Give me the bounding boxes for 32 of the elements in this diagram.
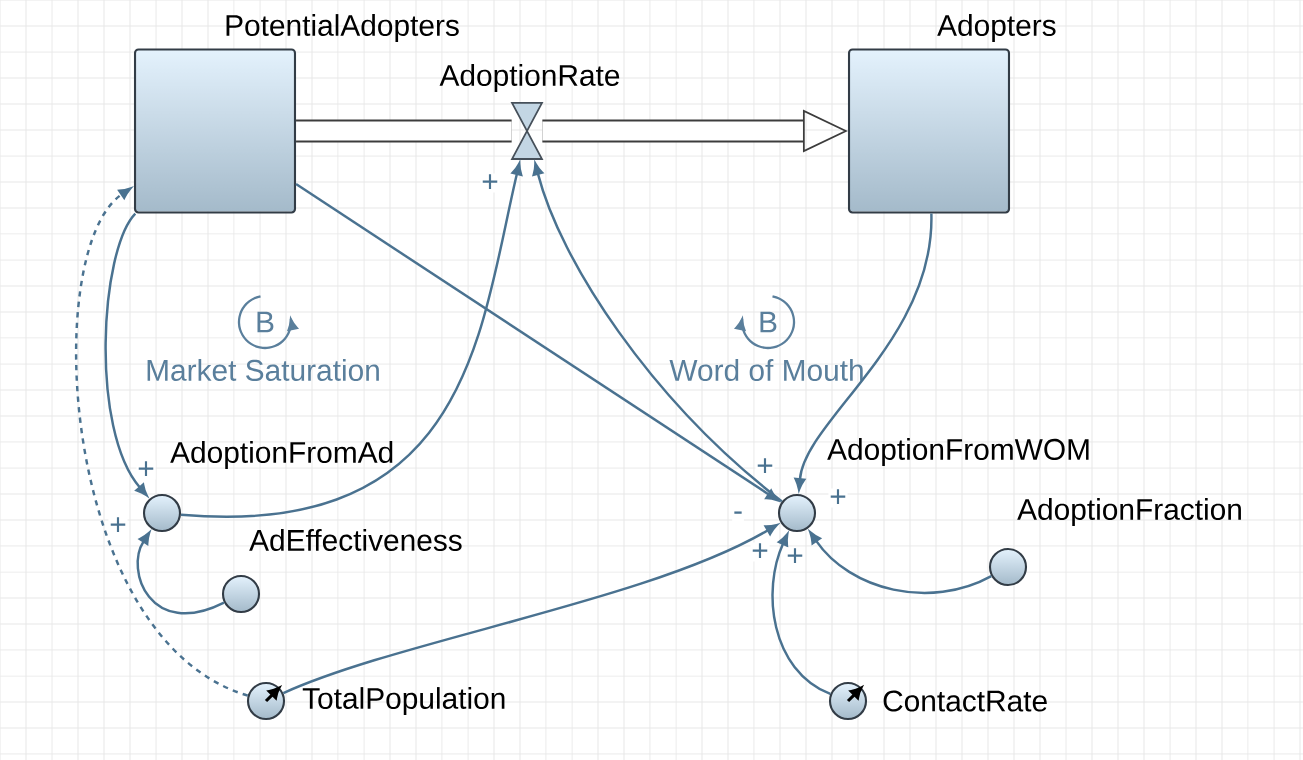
loop-name: Market Saturation [147,359,379,381]
variable-label: AdoptionFromWOM [827,438,1089,466]
variable-label: AdoptionFromAd [170,441,393,469]
polarity-sign: + [136,460,156,480]
link-arrow [104,212,148,497]
variable-label: AdoptionFraction [1017,498,1241,526]
variable-label: ContactRate [883,690,1047,712]
polarity-sign: + [785,547,805,567]
polarity-sign: + [750,542,770,562]
link-arrow [136,531,225,615]
polarity-sign: + [480,173,500,193]
link-arrow [75,187,249,697]
polarity-sign: - [732,510,744,522]
polarity-sign: + [828,488,848,508]
link-arrow [180,162,523,518]
loop-letter: B [760,311,777,333]
link-arrow [794,213,933,491]
link-arrow [809,531,992,595]
variable-label: TotalPopulation [302,687,505,715]
variable-label: AdoptionRate [439,64,620,92]
variable-label: PotentialAdopters [226,14,459,42]
variable-label: Adopters [937,14,1056,42]
link-arrow [282,523,778,695]
stock-flow-pipe [296,119,512,143]
link-arrow [295,183,779,502]
polarity-sign: + [755,457,775,477]
loop-name: Word of Mouth [669,359,863,381]
link-arrow [532,162,783,503]
loop-letter: B [257,311,274,333]
variable-label: AdEffectiveness [249,529,462,551]
polarity-sign: + [108,516,128,536]
link-arrow [771,533,831,696]
